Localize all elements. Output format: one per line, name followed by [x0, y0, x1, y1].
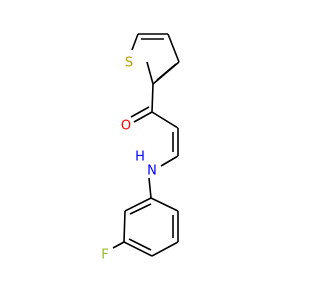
- bond-ar5-fluorine: [112, 241, 125, 249]
- oxygen-atom-label: O: [121, 119, 131, 134]
- bond-ar6-ar1: [124, 197, 152, 212]
- bond-carbonyl-oxygen: [133, 111, 153, 123]
- bond-ar6-ar1-inner: [129, 203, 152, 215]
- bond-c2-carbonyl: [151, 83, 154, 113]
- nitrogen-atom-label: N: [147, 164, 157, 179]
- bond-carbonyl-alpha: [151, 111, 179, 129]
- bond-beta-nitrogen: [160, 155, 179, 167]
- thiophene-ring: [131, 33, 180, 85]
- bond-c3-c4: [167, 33, 180, 63]
- nitrogen-hydrogen-label: H: [135, 150, 145, 165]
- molecule-structure: S O H N F: [101, 33, 180, 263]
- fluorine-atom-label: F: [101, 248, 108, 263]
- bond-ar1-ar2: [150, 197, 179, 212]
- bond-ar5-ar6: [123, 210, 126, 243]
- bond-ar4-ar5: [123, 241, 153, 257]
- bond-c5-s: [131, 33, 139, 51]
- bond-ar3-ar4: [151, 241, 179, 257]
- bond-ar4-ar5-inner: [128, 238, 152, 251]
- sulfur-atom-label: S: [125, 56, 133, 71]
- fluorophenyl-ring: [112, 197, 179, 257]
- enaminone-chain: [130, 83, 179, 199]
- bond-nitrogen-phenyl: [148, 177, 152, 199]
- bond-c2-c3-double: [156, 63, 177, 81]
- bond-s-c2: [146, 61, 154, 85]
- bond-carbonyl-oxygen-double: [130, 106, 150, 118]
